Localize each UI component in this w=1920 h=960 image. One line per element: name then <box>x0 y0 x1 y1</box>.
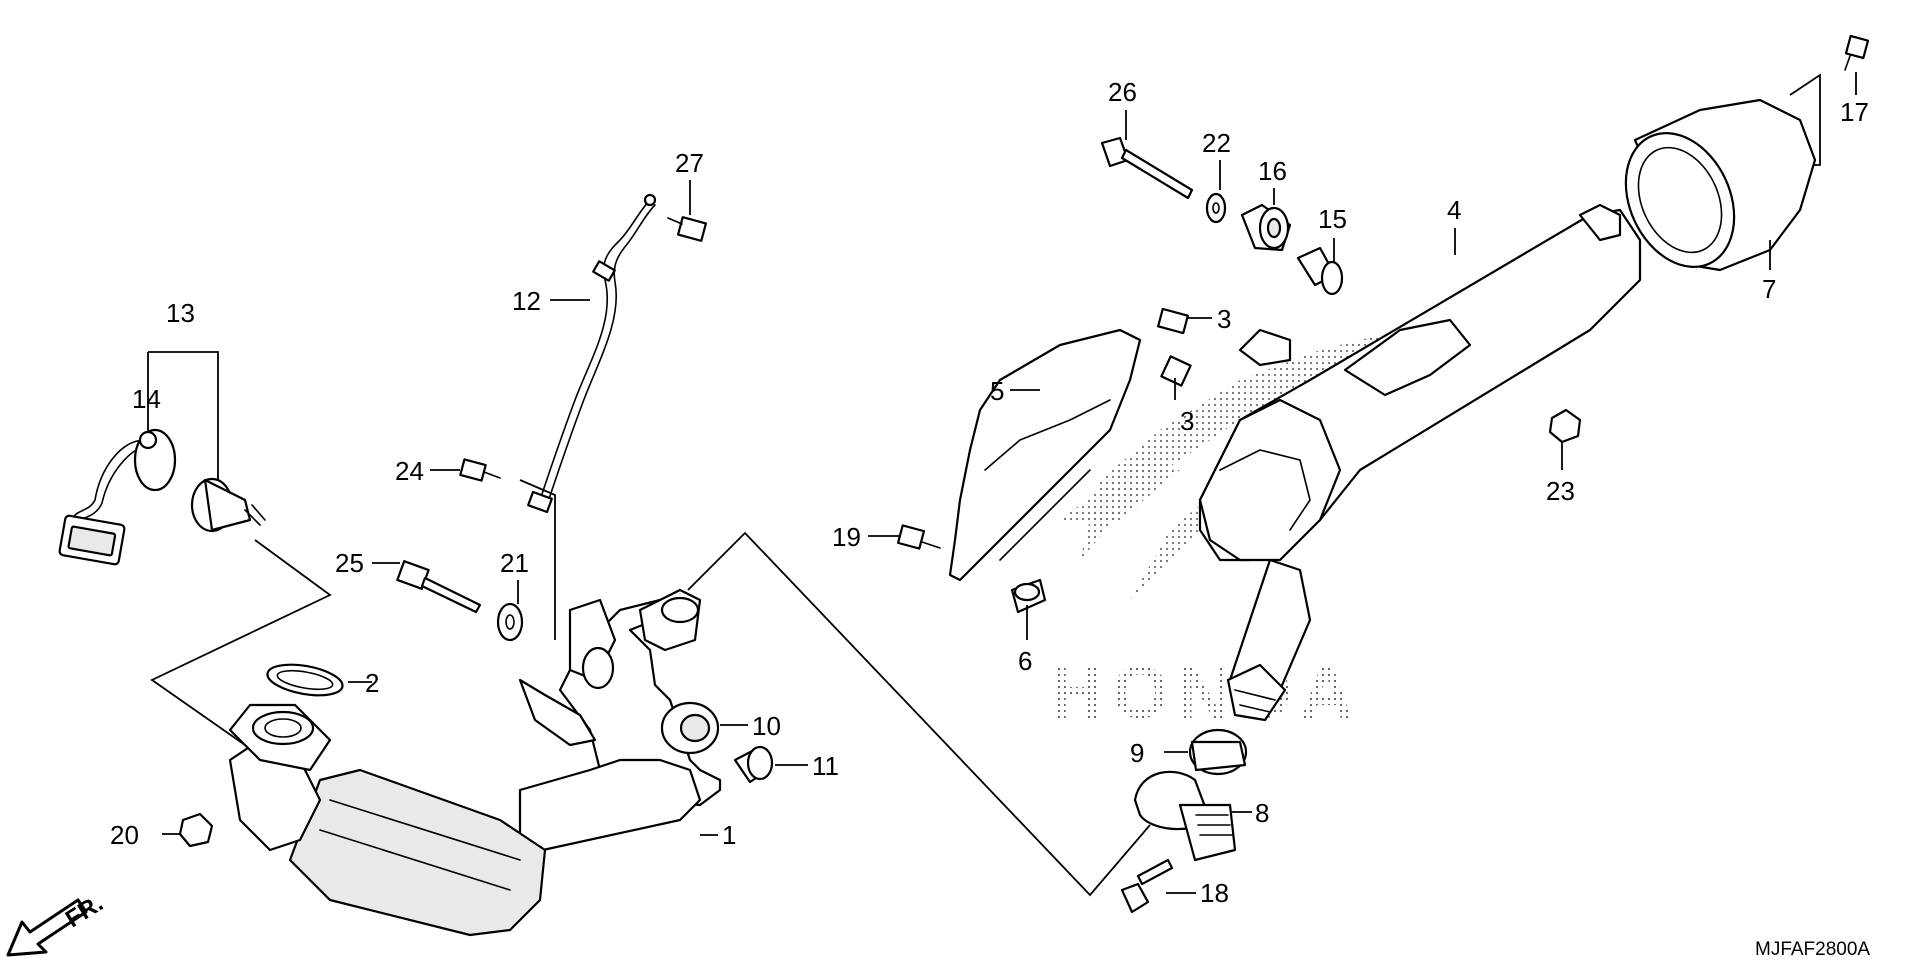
exhaust-pipe-catalyst <box>228 598 722 937</box>
muffler-gasket-9 <box>1188 728 1248 776</box>
washer-21 <box>496 602 524 642</box>
callout-14: 14 <box>132 384 161 414</box>
svg-text:HONDA: HONDA <box>1050 651 1361 734</box>
callout-12: 12 <box>512 286 541 316</box>
callout-11: 11 <box>812 751 839 781</box>
sensor-wire <box>527 193 657 514</box>
bolt-26 <box>1100 136 1194 200</box>
callout-25: 25 <box>335 548 364 578</box>
callout-leaders <box>162 72 1857 894</box>
collar-15 <box>1296 246 1344 296</box>
callout-17: 17 <box>1840 97 1869 127</box>
callout-3a: 3 <box>1217 304 1231 334</box>
bolt-27 <box>667 216 708 242</box>
clip-3-upper <box>1157 307 1189 335</box>
callout-3b: 3 <box>1180 406 1194 436</box>
callout-8: 8 <box>1255 798 1269 828</box>
bolt-25 <box>396 560 482 614</box>
callout-2: 2 <box>365 668 379 698</box>
drawing-code: MJFAF2800A <box>1755 939 1870 960</box>
collar-11 <box>733 745 774 784</box>
heat-shield <box>948 328 1142 582</box>
callout-9: 9 <box>1130 738 1144 768</box>
callout-15: 15 <box>1318 204 1347 234</box>
front-label: FR. <box>61 890 108 933</box>
pipe-bracket <box>518 588 702 747</box>
band-clamp-8 <box>1133 770 1237 862</box>
callout-23: 23 <box>1546 476 1575 506</box>
callout-27: 27 <box>675 148 704 178</box>
arrow-down-left-icon <box>6 898 88 957</box>
callout-26: 26 <box>1108 77 1137 107</box>
clip-3-lower <box>1160 355 1192 387</box>
nut-23 <box>1548 408 1582 444</box>
front-direction-indicator: FR. <box>6 890 108 957</box>
oxygen-sensor <box>58 428 266 566</box>
callout-16: 16 <box>1258 156 1287 186</box>
bolt-19 <box>896 524 941 550</box>
screw-17 <box>1844 34 1870 71</box>
nut-20 <box>178 812 214 848</box>
callout-13: 13 <box>166 298 195 328</box>
callout-1: 1 <box>722 820 736 850</box>
callout-21: 21 <box>500 548 529 578</box>
callout-10: 10 <box>752 711 781 741</box>
callout-20: 20 <box>110 820 139 850</box>
callout-18: 18 <box>1200 878 1229 908</box>
callout-numbers: 1 2 3 3 4 5 6 7 8 9 10 11 12 13 14 15 16… <box>110 77 1869 908</box>
callout-6: 6 <box>1018 646 1032 676</box>
bolt-24 <box>459 458 501 482</box>
callout-4: 4 <box>1447 195 1461 225</box>
gasket <box>266 663 344 697</box>
callout-22: 22 <box>1202 128 1231 158</box>
muffler <box>1198 203 1642 722</box>
rubber-mount-10 <box>660 701 720 755</box>
bushing-16 <box>1240 203 1292 252</box>
callout-7: 7 <box>1762 274 1776 304</box>
bolt-18 <box>1120 858 1174 914</box>
muffler-end-cap <box>1624 98 1817 272</box>
callout-19: 19 <box>832 522 861 552</box>
honda-watermark: HONDA <box>1050 651 1361 734</box>
washer-22 <box>1205 192 1227 224</box>
grommet-6 <box>1010 578 1047 614</box>
callout-5: 5 <box>990 376 1004 406</box>
callout-24: 24 <box>395 456 424 486</box>
